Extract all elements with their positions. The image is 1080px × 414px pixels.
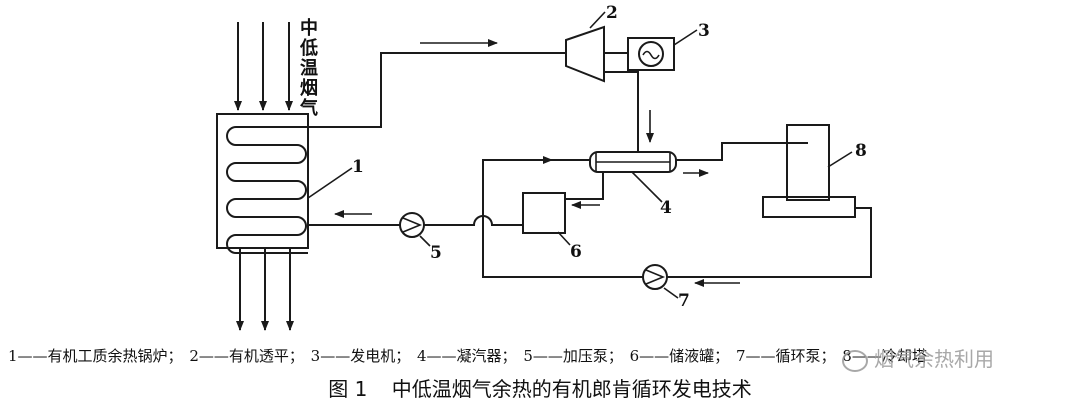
condenser (589, 151, 677, 173)
legend-item-storage-tank: 6——储液罐； (629, 347, 730, 365)
watermark-text: 烟气余热利用 (874, 347, 994, 371)
flue-gas-char-3: 温 (300, 58, 318, 79)
condensate-line (565, 172, 604, 200)
label-circulation-pump: 7 (678, 291, 690, 311)
watermark: 烟气余热利用 (842, 343, 994, 372)
generator (627, 37, 675, 71)
boiler (216, 113, 309, 254)
label-cooling-tower: 8 (855, 141, 867, 161)
flue-gas-label: 中 低 温 烟 气 (299, 17, 318, 119)
component-numbers: 1 2 3 4 5 6 7 8 (352, 3, 867, 311)
label-pressure-pump: 5 (430, 243, 442, 263)
legend-item-generator: 3——发电机； (310, 347, 411, 365)
figure-title: 中低温烟气余热的有机郎肯循环发电技术 (391, 377, 752, 401)
turbine (565, 25, 628, 83)
label-generator: 3 (698, 21, 710, 41)
legend-item-turbine: 2——有机透平； (189, 347, 304, 365)
label-boiler: 1 (352, 157, 364, 177)
exhaust-line (604, 71, 639, 152)
cooling-tower (762, 124, 856, 218)
label-storage-tank: 6 (570, 242, 582, 262)
legend-item-pressure-pump: 5——加压泵； (523, 347, 623, 365)
cooling-pump-line (667, 207, 872, 278)
label-turbine: 2 (606, 3, 618, 23)
component-legend: 1——有机工质余热锅炉； 2——有机透平； 3——发电机； 4——凝汽器； 5—… (8, 345, 1078, 366)
figure-number: 图 1 (328, 377, 368, 401)
legend-item-condenser: 4——凝汽器； (416, 347, 517, 365)
cooling-supply-line (676, 142, 808, 161)
flue-gas-char-4: 烟 (300, 77, 318, 99)
flue-gas-char-1: 中 (300, 17, 318, 39)
pressure-pump (399, 212, 425, 238)
flue-gas-char-2: 低 (299, 37, 318, 59)
leader-lines (307, 11, 853, 299)
flue-gas-inlet-arrows (234, 22, 293, 111)
legend-item-boiler: 1——有机工质余热锅炉； (8, 347, 183, 365)
feed-line (424, 215, 523, 226)
cooling-return-line (482, 159, 644, 278)
storage-tank (522, 192, 566, 234)
figure-caption: 图 1 中低温烟气余热的有机郎肯循环发电技术 (0, 373, 1080, 402)
wechat-icon (842, 349, 868, 372)
label-condenser: 4 (660, 198, 672, 218)
vapor-line (308, 52, 566, 128)
legend-item-circulation-pump: 7——循环泵； (735, 347, 836, 365)
flue-gas-outlet-arrows (236, 248, 294, 331)
circulation-pump (642, 264, 668, 290)
